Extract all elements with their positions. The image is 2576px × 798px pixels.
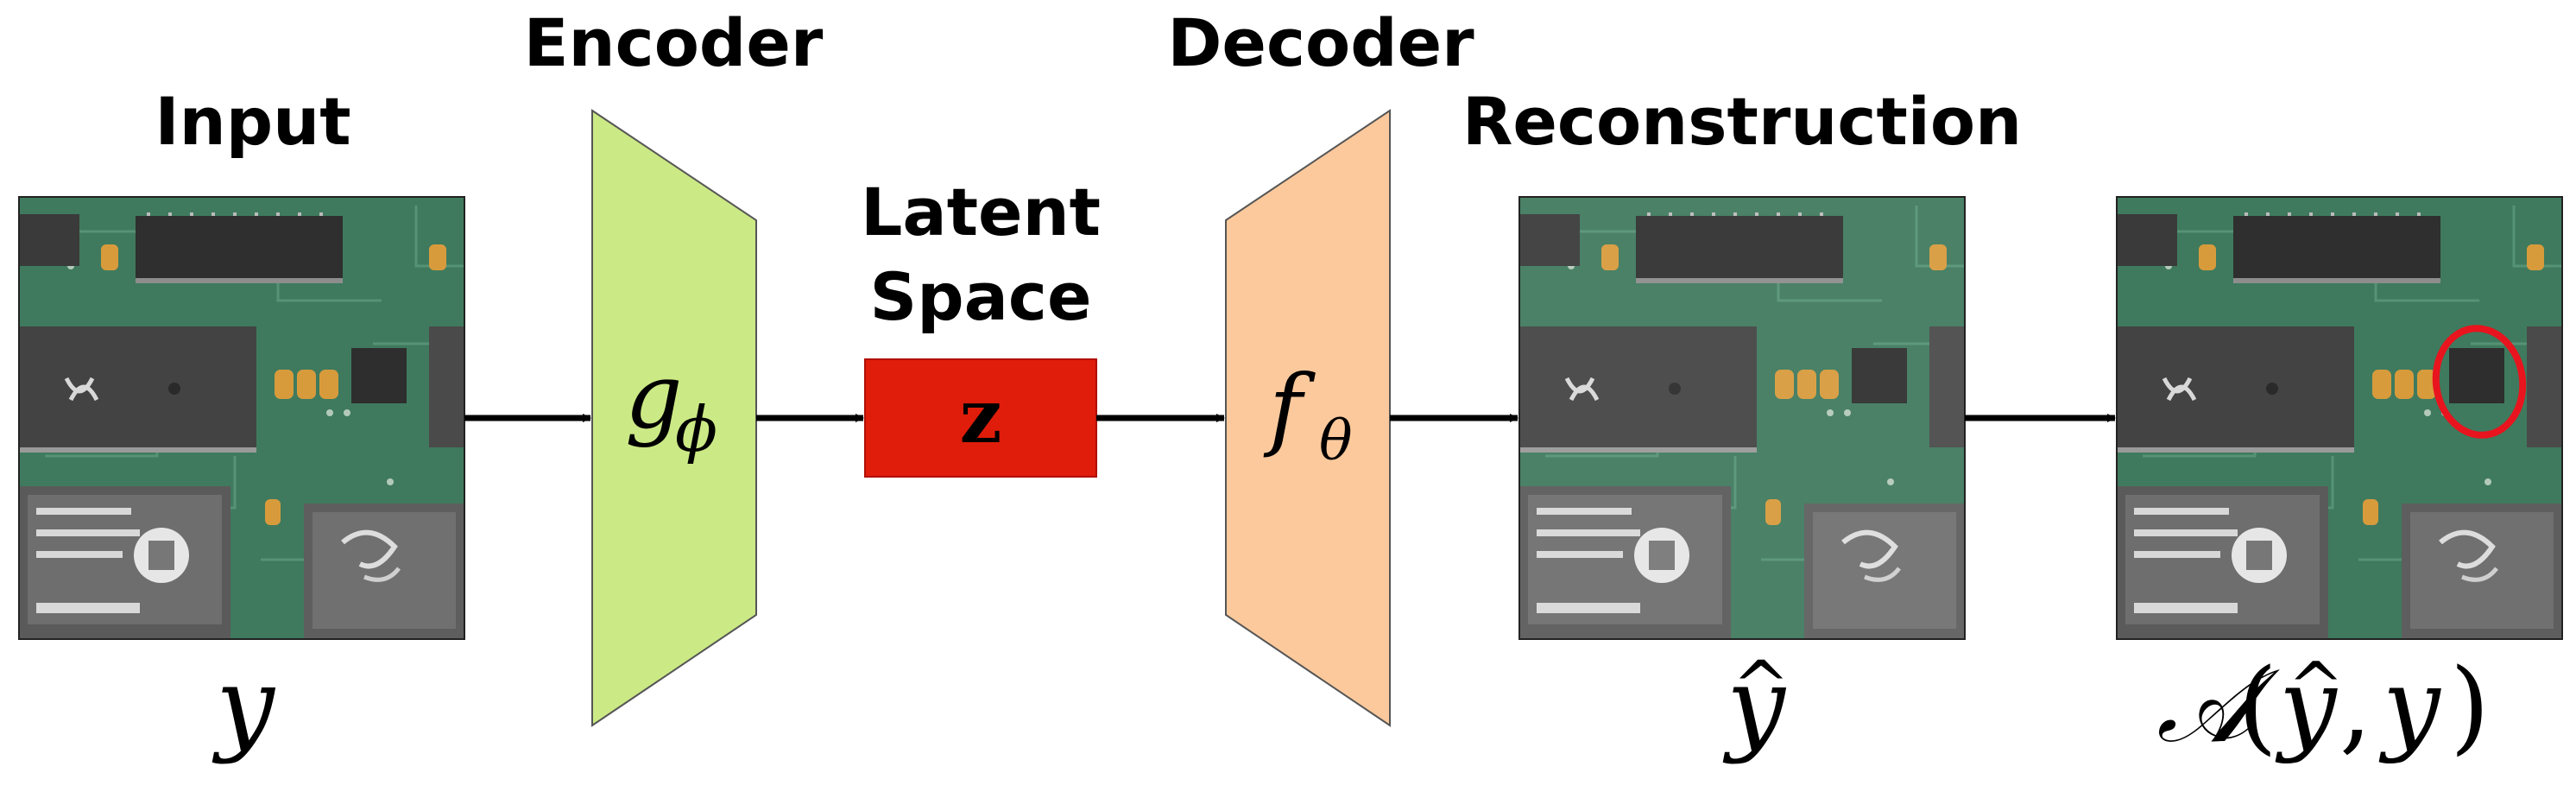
svg-text:y: y	[2378, 646, 2441, 765]
encoder-symbol: g ϕ	[625, 344, 717, 466]
reconstruction-symbol: y ^	[1722, 646, 1790, 766]
svg-text:y: y	[2275, 646, 2338, 765]
reconstruction-image	[1519, 197, 1965, 639]
latent-symbol: z	[960, 373, 1002, 460]
input-symbol: y	[212, 646, 276, 766]
svg-text:g: g	[625, 344, 683, 449]
anomaly-circle	[2432, 325, 2527, 439]
input-heading: Input	[155, 83, 350, 160]
latent-heading-line2: Space	[869, 258, 1091, 335]
svg-text:θ: θ	[1319, 409, 1353, 473]
decoder-block	[1225, 109, 1391, 727]
decoder-heading: Decoder	[1167, 4, 1474, 81]
svg-text:(: (	[2238, 646, 2277, 765]
svg-text:^: ^	[2288, 649, 2344, 726]
encoder-heading: Encoder	[524, 4, 824, 81]
reconstruction-heading: Reconstruction	[1462, 83, 2022, 160]
svg-text:y: y	[1722, 646, 1787, 766]
svg-text:,: ,	[2339, 646, 2372, 765]
latent-heading-line1: Latent	[861, 174, 1101, 250]
input-image	[19, 197, 464, 639]
encoder-block	[591, 109, 757, 727]
anomaly-function-symbol: 𝒜 ( y ^ , y )	[2156, 646, 2490, 765]
svg-text:): )	[2450, 646, 2490, 765]
svg-text:^: ^	[1732, 646, 1790, 726]
svg-text:ϕ: ϕ	[675, 393, 717, 466]
anomaly-image	[2117, 197, 2562, 639]
